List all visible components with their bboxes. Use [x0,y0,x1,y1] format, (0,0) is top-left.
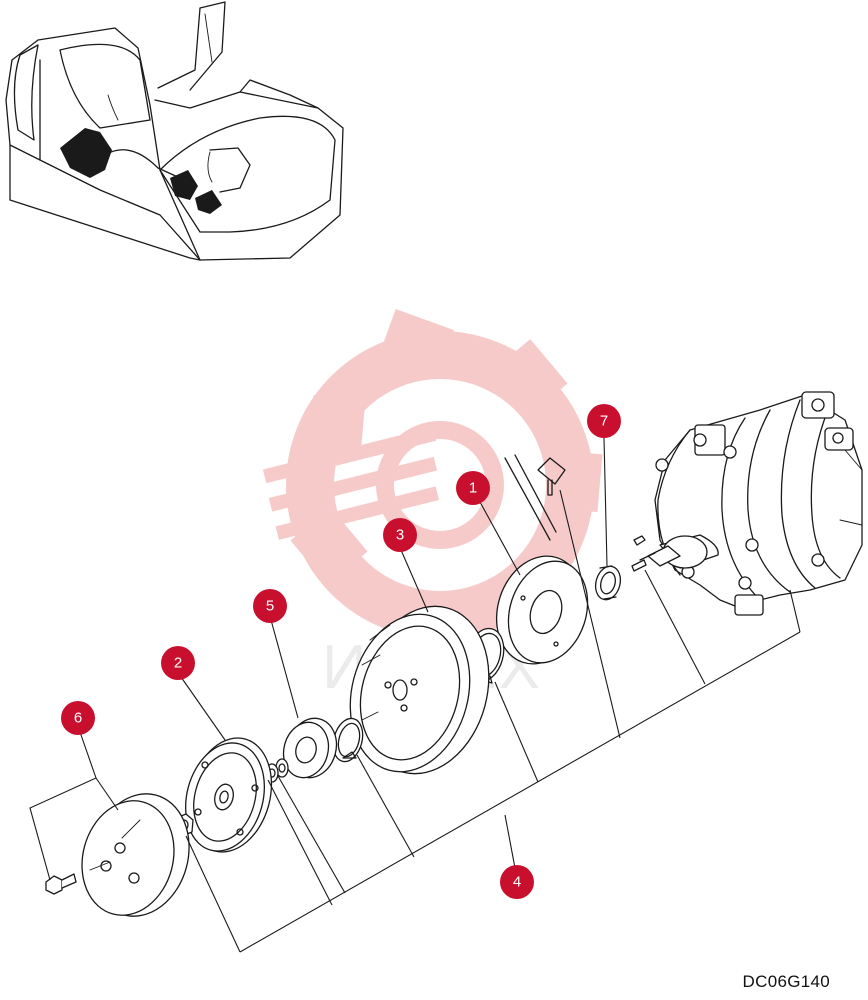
callout-5: 5 [253,589,287,623]
drawing-code: DC06G140 [742,972,830,991]
callout-4-label: 4 [513,874,521,891]
callout-6-label: 6 [74,710,82,727]
callout-6: 6 [61,701,95,735]
callout-5-label: 5 [266,598,274,615]
pulley [349,605,490,775]
spacer [282,717,338,779]
callout-7-label: 7 [600,413,608,430]
callout-1: 1 [456,471,490,505]
callout-3: 3 [383,518,417,552]
shaft-seal [594,565,622,601]
field-coil [495,454,589,665]
callout-4: 4 [500,865,534,899]
callout-7: 7 [587,404,621,438]
machine-location-view [5,1,344,261]
callout-2: 2 [161,646,195,680]
compressor-body [639,391,863,616]
leader-lines [29,437,801,953]
callout-2-label: 2 [174,655,182,672]
cover-bolt [45,873,77,895]
callout-1-label: 1 [469,480,477,497]
callout-3-label: 3 [396,527,404,544]
shaft-key [631,535,647,572]
front-cover [81,793,190,917]
armature-plate [184,737,273,853]
